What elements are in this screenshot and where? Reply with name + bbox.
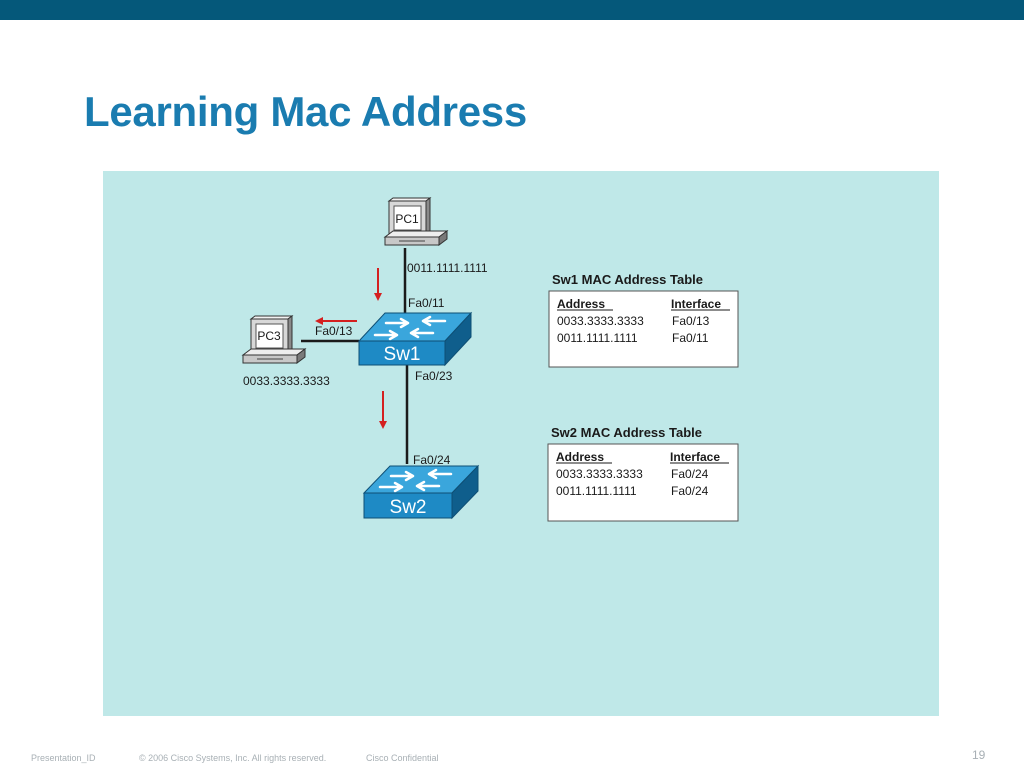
footer-presentation-id: Presentation_ID: [31, 753, 96, 763]
diagram-panel: PC1 0011.1111.1111 PC3 0033.3333.3333 Sw…: [103, 171, 939, 716]
pc1-label: PC1: [395, 212, 419, 226]
page-number: 19: [972, 748, 986, 762]
port-label-sw2-fa0-24: Fa0/24: [413, 453, 451, 467]
sw2-table-row-2-interface: Fa0/24: [671, 484, 709, 498]
sw2-mac-table: [547, 443, 739, 522]
sw2-table-row-2-address: 0011.1111.1111: [556, 484, 637, 498]
footer-copyright: © 2006 Cisco Systems, Inc. All rights re…: [139, 753, 327, 763]
pc3-mac: 0033.3333.3333: [243, 374, 330, 388]
pc3-label: PC3: [257, 329, 281, 343]
sw1-table-header-address: Address: [557, 297, 605, 311]
sw1-table-row-2-address: 0011.1111.1111: [557, 331, 638, 345]
port-label-sw1-fa0-23: Fa0/23: [415, 369, 453, 383]
pc1-mac: 0011.1111.1111: [407, 261, 488, 275]
sw2-table-row-1-address: 0033.3333.3333: [556, 467, 643, 481]
sw2-icon: [362, 464, 480, 520]
port-label-sw1-fa0-11: Fa0/11: [408, 296, 445, 310]
slide-title: Learning Mac Address: [84, 88, 527, 135]
sw1-table-row-2-interface: Fa0/11: [672, 331, 709, 345]
sw2-table-row-1-interface: Fa0/24: [671, 467, 709, 481]
sw1-table-title: Sw1 MAC Address Table: [552, 272, 703, 287]
sw1-table-row-1-interface: Fa0/13: [672, 314, 710, 328]
sw2-table-title: Sw2 MAC Address Table: [551, 425, 702, 440]
sw1-table-row-1-address: 0033.3333.3333: [557, 314, 644, 328]
sw1-table-header-interface: Interface: [671, 297, 721, 311]
footer-confidential: Cisco Confidential: [366, 753, 439, 763]
sw1-icon: [357, 311, 473, 367]
top-bar: [0, 0, 1024, 20]
port-label-sw1-fa0-13: Fa0/13: [315, 324, 353, 338]
pc1-icon: [383, 197, 449, 246]
sw1-label: Sw1: [384, 344, 421, 365]
sw2-table-header-interface: Interface: [670, 450, 720, 464]
sw2-table-header-address: Address: [556, 450, 604, 464]
sw2-label: Sw2: [390, 497, 427, 518]
sw1-mac-table: [548, 290, 739, 368]
network-diagram: PC1 0011.1111.1111 PC3 0033.3333.3333 Sw…: [241, 197, 739, 522]
pc3-icon: [241, 315, 307, 364]
